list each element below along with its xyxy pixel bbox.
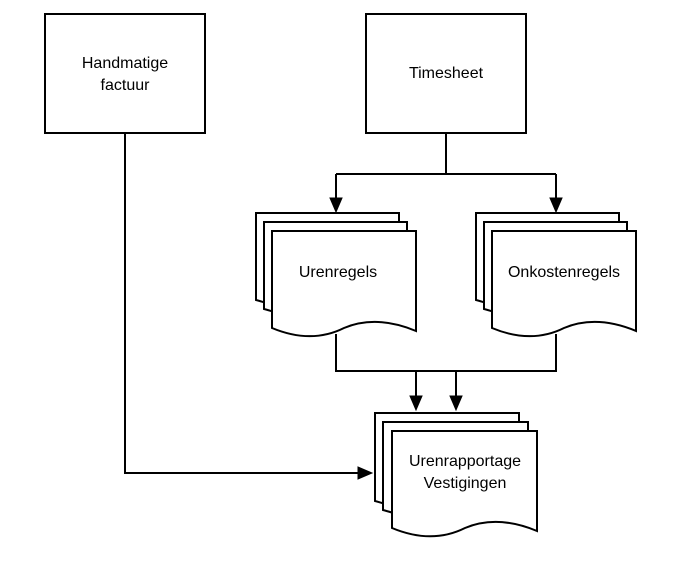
arrowhead-to-report-1 — [409, 395, 423, 412]
urenregels-doc-front — [271, 230, 417, 338]
urenrapportage-label-line1: Urenrapportage — [409, 453, 521, 470]
urenrapportage-label-line2: Vestigingen — [424, 475, 507, 492]
node-urenregels: Urenregels — [255, 212, 417, 338]
onkostenregels-doc-front — [491, 230, 637, 338]
edge-sources-to-report — [335, 334, 557, 398]
handmatige-factuur-label-line2: factuur — [101, 77, 151, 94]
arrowhead-to-report-2 — [449, 395, 463, 412]
connectors — [124, 134, 563, 480]
edge-factuur-to-report — [124, 134, 360, 474]
node-urenrapportage-vestigingen: Urenrapportage Vestigingen — [374, 412, 538, 538]
arrowhead-to-urenregels — [329, 197, 343, 214]
arrowhead-factuur-to-report — [357, 466, 374, 480]
edge-timesheet-to-sources — [335, 134, 557, 200]
timesheet-label: Timesheet — [409, 65, 484, 82]
onkostenregels-label: Onkostenregels — [508, 264, 620, 281]
urenregels-label: Urenregels — [299, 264, 377, 281]
node-onkostenregels: Onkostenregels — [475, 212, 637, 338]
node-timesheet: Timesheet — [365, 13, 527, 134]
handmatige-factuur-box — [44, 13, 206, 134]
timesheet-box — [365, 13, 527, 134]
handmatige-factuur-label-line1: Handmatige — [82, 55, 168, 72]
urenrapportage-doc-front — [391, 430, 538, 538]
node-handmatige-factuur: Handmatige factuur — [44, 13, 206, 134]
arrowhead-to-onkostenregels — [549, 197, 563, 214]
